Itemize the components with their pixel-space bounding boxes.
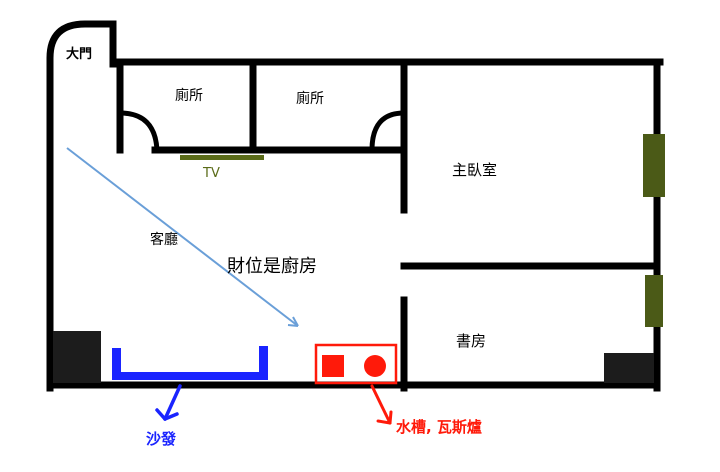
toilet-1-door-arc [119, 110, 160, 151]
sofa-shape [112, 346, 268, 380]
bedroom-window [643, 134, 665, 197]
tv-label: TV [202, 166, 220, 181]
toilet-1-label: 廁所 [175, 87, 203, 104]
master-bedroom-label: 主臥室 [452, 161, 497, 179]
sink-stove-label: 水槽, 瓦斯爐 [396, 418, 482, 436]
toilet-2-door-arc [369, 110, 405, 151]
kitchen-box [314, 343, 398, 385]
stove-icon [364, 355, 386, 377]
wealth-arrow-line [66, 147, 299, 327]
living-corner-block [53, 331, 101, 383]
sofa-arrow [155, 384, 182, 421]
living-room-label: 客廳 [150, 231, 178, 248]
entrance-door-arc [46, 20, 117, 392]
entrance-label: 大門 [66, 46, 92, 62]
sofa-label: 沙發 [146, 430, 177, 448]
toilet-2-label: 廁所 [296, 90, 324, 107]
study-corner-block [604, 353, 654, 383]
wealth-position-label: 財位是廚房 [227, 255, 317, 277]
study-label: 書房 [456, 332, 486, 350]
study-window [645, 275, 663, 327]
wealth-arrow-head [287, 316, 299, 327]
sink-icon [322, 355, 344, 377]
walls [46, 20, 664, 392]
kitchen-arrow [370, 384, 393, 425]
tv-bar [180, 155, 264, 160]
